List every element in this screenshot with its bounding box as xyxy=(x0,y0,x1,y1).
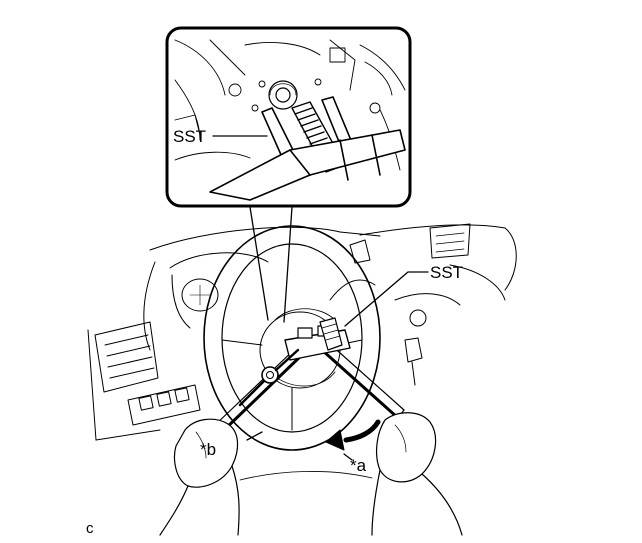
technician-hands xyxy=(159,412,463,536)
part-b-label: *b xyxy=(200,440,216,459)
inset-sst-label: SST xyxy=(173,127,206,146)
callout-leaders xyxy=(246,206,429,461)
part-a-label: *a xyxy=(350,456,367,475)
dashboard-outline xyxy=(87,223,517,441)
sst-puller-tool xyxy=(213,317,405,434)
figure-code-label: c xyxy=(86,520,94,537)
rotation-arrow xyxy=(325,419,381,451)
main-sst-label: SST xyxy=(430,263,463,282)
inset-detail xyxy=(165,26,412,208)
